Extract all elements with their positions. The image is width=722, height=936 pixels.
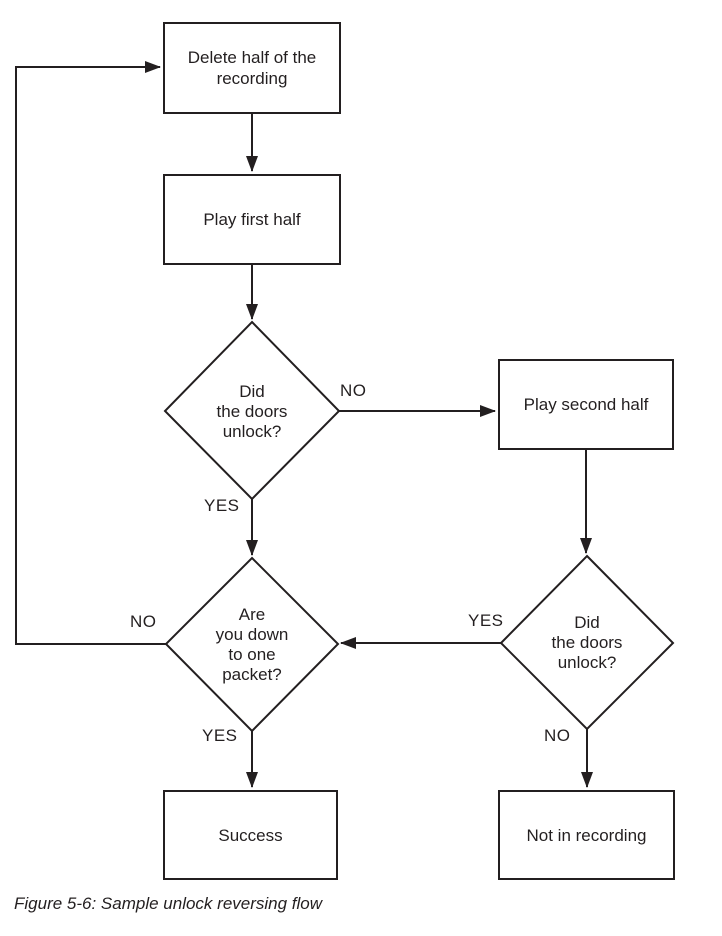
diamond-did-doors-unlock-2 xyxy=(499,554,675,731)
node-label-line: the doors xyxy=(551,633,623,652)
node-label-line: you down xyxy=(215,625,289,644)
node-success: Success xyxy=(163,790,338,880)
node-not-in-recording: Not in recording xyxy=(498,790,675,880)
node-label: Success xyxy=(218,825,283,845)
node-play-first-half: Play first half xyxy=(163,174,341,265)
arrow-packet-no-loop-to-delete xyxy=(15,61,166,645)
node-label-line: the doors xyxy=(216,402,288,421)
label-down-to-one-packet: Are you down to one packet? xyxy=(216,605,289,685)
node-label: Delete half of the recording xyxy=(188,47,317,89)
node-play-second-half: Play second half xyxy=(498,359,674,450)
edge-label-packet-yes: YES xyxy=(202,726,238,745)
node-label-line: Are xyxy=(238,605,266,624)
edge-label-second-unlock-yes: YES xyxy=(468,611,504,630)
node-label-line: unlock? xyxy=(557,653,617,672)
node-label-line: Did xyxy=(574,613,600,632)
node-label: Not in recording xyxy=(526,825,647,845)
node-label-line: unlock? xyxy=(222,422,282,441)
node-label-line: Did xyxy=(239,382,265,401)
edge-label-second-unlock-no: NO xyxy=(544,726,571,745)
node-label: Play first half xyxy=(203,210,301,229)
figure-caption: Figure 5-6: Sample unlock reversing flow xyxy=(14,894,323,913)
edge-label-packet-no: NO xyxy=(130,612,157,631)
node-label-line: Delete half of the xyxy=(187,48,317,67)
node-label-line: to one xyxy=(228,645,276,664)
node-label: Play second half xyxy=(523,395,649,414)
diamond-down-to-one-packet xyxy=(164,556,340,733)
node-label-line: recording xyxy=(216,69,288,88)
edge-label-first-unlock-no: NO xyxy=(340,381,367,400)
diamond-did-doors-unlock-1 xyxy=(163,320,341,501)
label-did-doors-unlock-2: Did the doors unlock? xyxy=(552,613,623,673)
edge-label-first-unlock-yes: YES xyxy=(204,496,240,515)
node-label-line: packet? xyxy=(222,665,282,684)
node-delete-half-of-recording: Delete half of the recording xyxy=(163,22,341,114)
label-did-doors-unlock-1: Did the doors unlock? xyxy=(217,382,288,442)
